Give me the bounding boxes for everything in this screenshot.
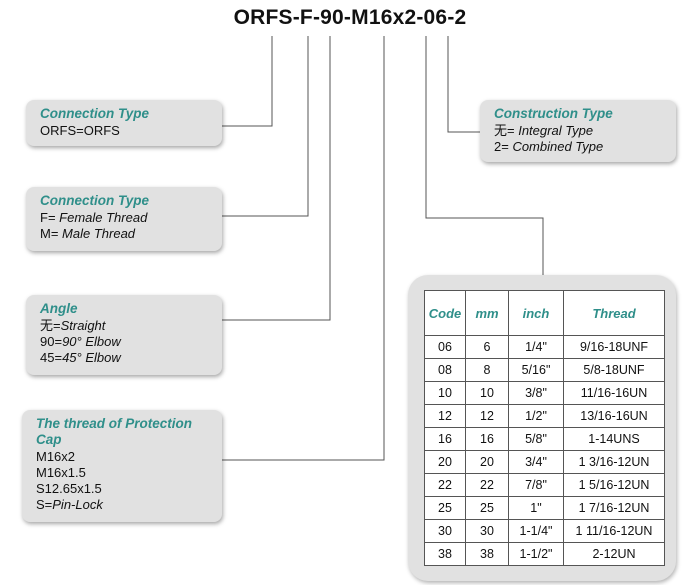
cell-inch: 1/4" bbox=[508, 335, 564, 359]
box-line: 无= Integral Type bbox=[494, 123, 594, 138]
cell-code: 16 bbox=[424, 427, 466, 451]
connector-construction bbox=[447, 36, 480, 133]
cell-mm: 22 bbox=[465, 473, 509, 497]
table-header-row: Code mm inch Thread bbox=[424, 290, 665, 336]
box-line: M= Male Thread bbox=[40, 226, 136, 241]
cell-code: 06 bbox=[424, 335, 466, 359]
box-line: M16x1.5 bbox=[36, 465, 86, 480]
construction-type-box: Construction Type 无= Integral Type 2= Co… bbox=[480, 100, 676, 162]
cell-code: 25 bbox=[424, 496, 466, 520]
cell-mm: 38 bbox=[465, 542, 509, 566]
box-heading: Construction Type bbox=[494, 106, 613, 121]
cell-inch: 1" bbox=[508, 496, 564, 520]
box-heading: The thread of Protection Cap bbox=[36, 416, 193, 447]
cell-thread: 9/16-18UNF bbox=[563, 335, 665, 359]
box-line: M16x2 bbox=[36, 449, 76, 464]
connector-connection-type bbox=[222, 36, 309, 217]
cell-inch: 1-1/4" bbox=[508, 519, 564, 543]
angle-box: Angle 无=Straight 90=90° Elbow 45=45° Elb… bbox=[26, 295, 222, 375]
cell-code: 30 bbox=[424, 519, 466, 543]
connection-type-box: Connection Type ORFS=ORFS bbox=[26, 100, 222, 146]
protection-cap-box: The thread of Protection Cap M16x2 M16x1… bbox=[22, 410, 222, 522]
cell-mm: 30 bbox=[465, 519, 509, 543]
box-heading: Angle bbox=[40, 301, 78, 316]
connector-cap-thread bbox=[222, 36, 385, 461]
code-separator: - bbox=[416, 6, 424, 29]
box-line: 无=Straight bbox=[40, 318, 106, 333]
code-separator: - bbox=[447, 6, 455, 29]
code-segment-size: 06 bbox=[423, 6, 448, 29]
box-heading: Connection Type bbox=[40, 106, 150, 121]
cell-mm: 25 bbox=[465, 496, 509, 520]
cell-mm: 16 bbox=[465, 427, 509, 451]
cell-thread: 1-14UNS bbox=[563, 427, 665, 451]
code-separator: - bbox=[343, 6, 352, 29]
column-header-thread: Thread bbox=[563, 290, 665, 336]
code-segment-construction: 2 bbox=[454, 6, 467, 29]
connector-angle bbox=[222, 36, 331, 321]
code-separator: - bbox=[312, 6, 321, 29]
box-line: 2= Combined Type bbox=[494, 139, 604, 154]
cell-code: 08 bbox=[424, 358, 466, 382]
cell-thread: 1 7/16-12UN bbox=[563, 496, 665, 520]
box-heading: Connection Type bbox=[40, 193, 150, 208]
code-segment-angle: 90 bbox=[320, 6, 344, 29]
cell-inch: 3/4" bbox=[508, 450, 564, 474]
box-line: F= Female Thread bbox=[40, 210, 148, 225]
code-segment-cap-thread: M16x2 bbox=[351, 6, 417, 29]
cell-code: 20 bbox=[424, 450, 466, 474]
cell-thread: 13/16-16UN bbox=[563, 404, 665, 428]
thread-gender-box: Connection Type F= Female Thread M= Male… bbox=[26, 187, 222, 251]
cell-mm: 12 bbox=[465, 404, 509, 428]
cell-thread: 1 11/16-12UN bbox=[563, 519, 665, 543]
cell-code: 38 bbox=[424, 542, 466, 566]
cell-inch: 1/2" bbox=[508, 404, 564, 428]
column-header-code: Code bbox=[424, 290, 466, 336]
cell-inch: 5/16" bbox=[508, 358, 564, 382]
cell-inch: 3/8" bbox=[508, 381, 564, 405]
connector-size bbox=[425, 36, 544, 275]
box-line: 45=45° Elbow bbox=[40, 350, 121, 365]
cell-code: 10 bbox=[424, 381, 466, 405]
connector-orfs bbox=[222, 36, 273, 127]
box-line: 90=90° Elbow bbox=[40, 334, 121, 349]
cell-inch: 7/8" bbox=[508, 473, 564, 497]
cell-mm: 20 bbox=[465, 450, 509, 474]
cell-thread: 11/16-16UN bbox=[563, 381, 665, 405]
column-header-mm: mm bbox=[465, 290, 509, 336]
column-header-inch: inch bbox=[508, 290, 564, 336]
box-line: ORFS=ORFS bbox=[40, 123, 120, 138]
code-segment-orfs: ORFS bbox=[233, 6, 293, 29]
cell-mm: 10 bbox=[465, 381, 509, 405]
code-separator: - bbox=[292, 6, 300, 29]
cell-inch: 1-1/2" bbox=[508, 542, 564, 566]
code-segment-connection: F bbox=[299, 6, 313, 29]
cell-mm: 8 bbox=[465, 358, 509, 382]
model-code: ORFS-F-90-M16x2-06-2 bbox=[0, 6, 700, 30]
cell-thread: 2-12UN bbox=[563, 542, 665, 566]
cell-thread: 5/8-18UNF bbox=[563, 358, 665, 382]
cell-thread: 1 3/16-12UN bbox=[563, 450, 665, 474]
cell-inch: 5/8" bbox=[508, 427, 564, 451]
box-line: S12.65x1.5 bbox=[36, 481, 102, 496]
cell-code: 22 bbox=[424, 473, 466, 497]
cell-code: 12 bbox=[424, 404, 466, 428]
box-line: S=Pin-Lock bbox=[36, 497, 103, 512]
cell-mm: 6 bbox=[465, 335, 509, 359]
cell-thread: 1 5/16-12UN bbox=[563, 473, 665, 497]
